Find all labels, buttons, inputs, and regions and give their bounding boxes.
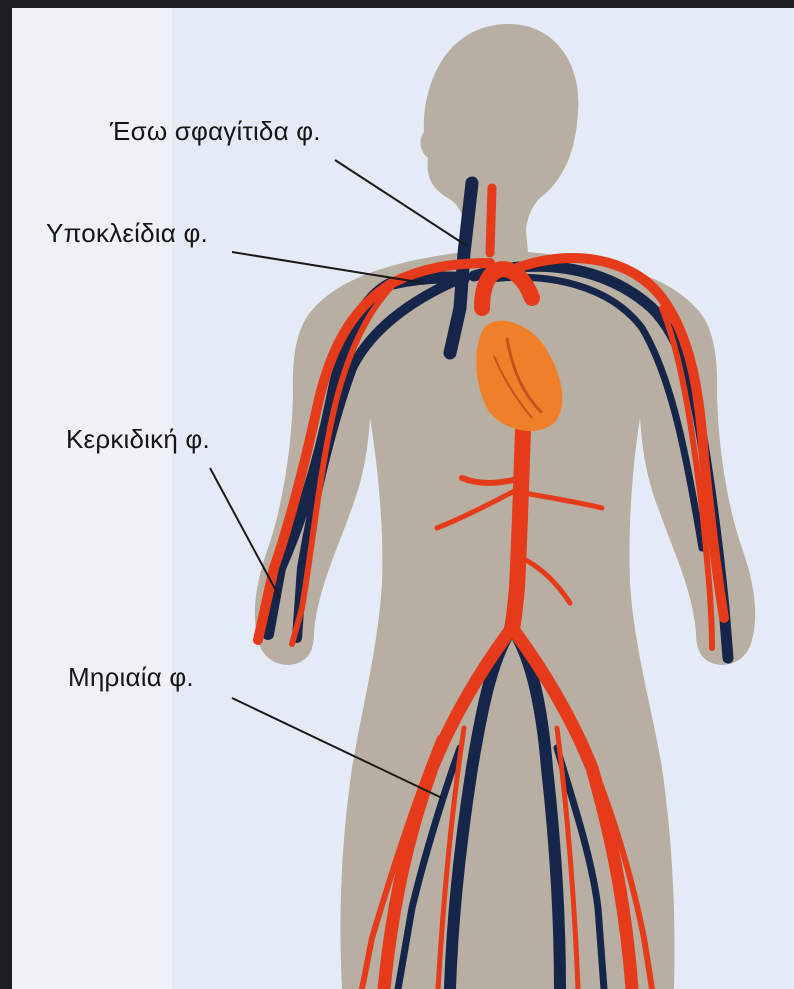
circulatory-diagram — [12, 8, 794, 989]
label-femoral: Μηριαία φ. — [68, 662, 194, 693]
label-radial: Κερκιδική φ. — [66, 424, 210, 455]
label-subclavian: Υποκλείδια φ. — [46, 218, 208, 249]
anatomy-figure: Έσω σφαγίτιδα φ. Υποκλείδια φ. Κερκιδική… — [12, 8, 794, 989]
label-internal-jugular: Έσω σφαγίτιδα φ. — [110, 116, 321, 147]
left-backdrop — [12, 8, 172, 989]
body-silhouette — [255, 24, 755, 989]
leader-radial — [210, 468, 280, 598]
